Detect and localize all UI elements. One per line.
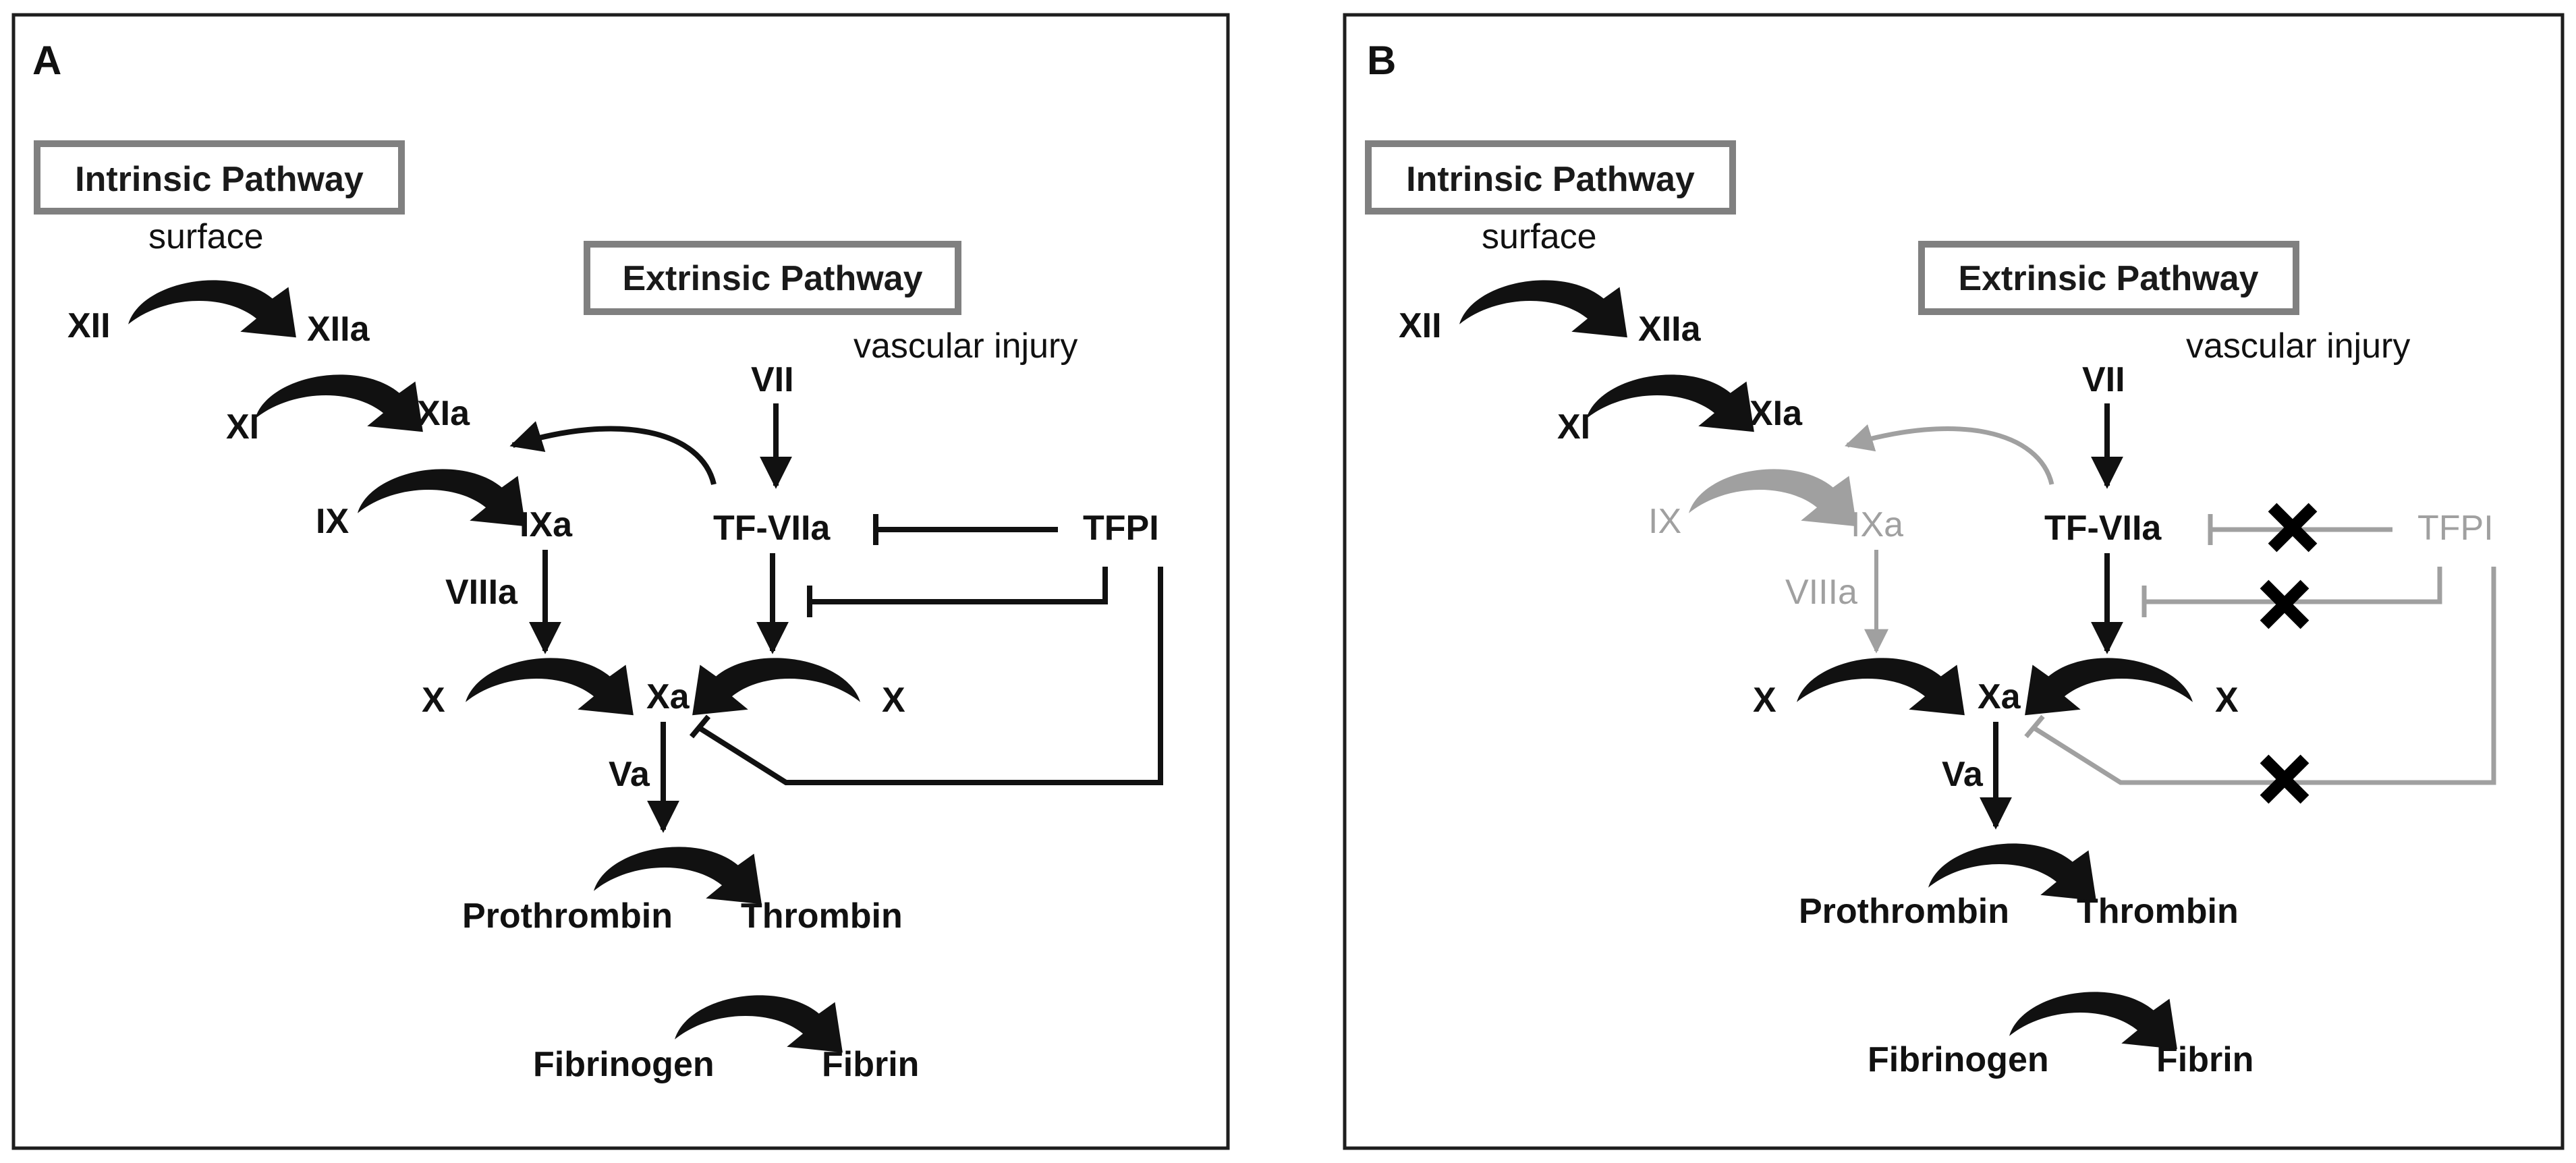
block-mark-icon	[2260, 754, 2309, 804]
tf-viia-to-ix-arrow	[509, 421, 717, 485]
factor-xa: Xa	[646, 677, 690, 716]
intrinsic-pathway-box: Intrinsic Pathway	[34, 140, 405, 215]
factor-xiia: XIIa	[1638, 310, 1702, 349]
extrinsic-pathway-title: Extrinsic Pathway	[622, 259, 922, 298]
intrinsic-pathway-title: Intrinsic Pathway	[1406, 160, 1695, 199]
factor-xii: XII	[1399, 306, 1442, 345]
factor-xia: XIa	[1749, 394, 1803, 433]
factor-vii: VII	[751, 360, 794, 399]
thrombin-label: Thrombin	[741, 897, 903, 936]
factor-xi: XI	[1557, 407, 1590, 447]
block-mark-icon	[2260, 579, 2309, 629]
factor-x-left: X	[1753, 681, 1776, 720]
factor-xii: XII	[67, 306, 111, 345]
factor-x-right: X	[2215, 681, 2239, 720]
factor-x-left: X	[422, 681, 445, 720]
thrombin-label: Thrombin	[2077, 892, 2239, 931]
factor-ix: IX	[1648, 502, 1681, 541]
factor-va: Va	[609, 755, 650, 794]
factor-ixa: IXa	[520, 505, 573, 544]
fibrinogen-label: Fibrinogen	[533, 1045, 715, 1084]
extrinsic-pathway-box: Extrinsic Pathway	[584, 241, 961, 315]
intrinsic-pathway-box: Intrinsic Pathway	[1365, 140, 1736, 215]
tfpi-label: TFPI	[1083, 509, 1159, 548]
tfpi-inhibit-tf-viia	[873, 514, 1058, 545]
factor-xia: XIa	[417, 394, 470, 433]
factor-tf-viia: TF-VIIa	[2044, 509, 2162, 548]
prothrombin-label: Prothrombin	[1799, 892, 2009, 931]
panel-a-letter: A	[32, 38, 61, 83]
surface-label: surface	[148, 217, 264, 256]
factor-ix: IX	[316, 502, 349, 541]
vascular-injury-label: vascular injury	[853, 327, 1077, 366]
factor-tf-viia: TF-VIIa	[713, 509, 831, 548]
factor-x-right: X	[882, 681, 905, 720]
intrinsic-pathway-title: Intrinsic Pathway	[75, 160, 364, 199]
factor-ixa: IXa	[1851, 505, 1903, 544]
tfpi-inhibit-tf-viia-to-xa	[807, 567, 1108, 617]
tfpi-inhibit-xa	[2024, 567, 2496, 785]
factor-viiia: VIIIa	[1785, 573, 1857, 612]
vascular-injury-label: vascular injury	[2186, 327, 2410, 366]
factor-vii: VII	[2082, 360, 2125, 399]
tfpi-label: TFPI	[2417, 509, 2494, 548]
tf-viia-to-ix-arrow	[1844, 424, 2054, 485]
fibrinogen-label: Fibrinogen	[1868, 1040, 2049, 1079]
panel-b: B Intrinsic Pathway Extrinsic Pathway su…	[1343, 13, 2565, 1150]
extrinsic-pathway-title: Extrinsic Pathway	[1958, 259, 2258, 298]
factor-xiia: XIIa	[307, 310, 370, 349]
panel-b-letter: B	[1367, 38, 1396, 83]
factor-xi: XI	[226, 407, 259, 447]
prothrombin-label: Prothrombin	[462, 897, 673, 936]
factor-xa: Xa	[1978, 677, 2021, 716]
surface-label: surface	[1482, 217, 1597, 256]
tfpi-inhibit-xa	[689, 567, 1163, 785]
factor-viiia: VIIIa	[445, 573, 518, 612]
panel-a: A Intrinsic Pathway Extrinsic Pathway su…	[11, 13, 1230, 1150]
factor-va: Va	[1942, 755, 1984, 794]
extrinsic-pathway-box: Extrinsic Pathway	[1918, 241, 2299, 315]
tfpi-inhibit-tf-viia-to-xa	[2141, 567, 2442, 617]
block-mark-icon	[2268, 503, 2318, 552]
